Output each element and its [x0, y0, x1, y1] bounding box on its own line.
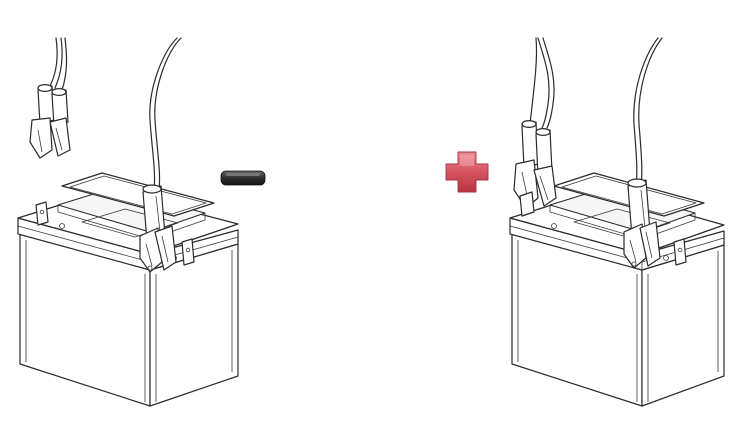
cable-clamp-right-terminal-b	[623, 37, 663, 269]
minus-icon	[220, 170, 266, 186]
battery-left	[17, 172, 239, 407]
cable-clamp-right-terminal-a	[513, 37, 557, 217]
battery-right	[509, 172, 725, 407]
battery-right-side	[641, 244, 725, 407]
cable-clamp-left-disconnected	[29, 37, 71, 159]
cable-clamp-left-connected	[139, 37, 182, 273]
plus-icon	[445, 151, 489, 193]
